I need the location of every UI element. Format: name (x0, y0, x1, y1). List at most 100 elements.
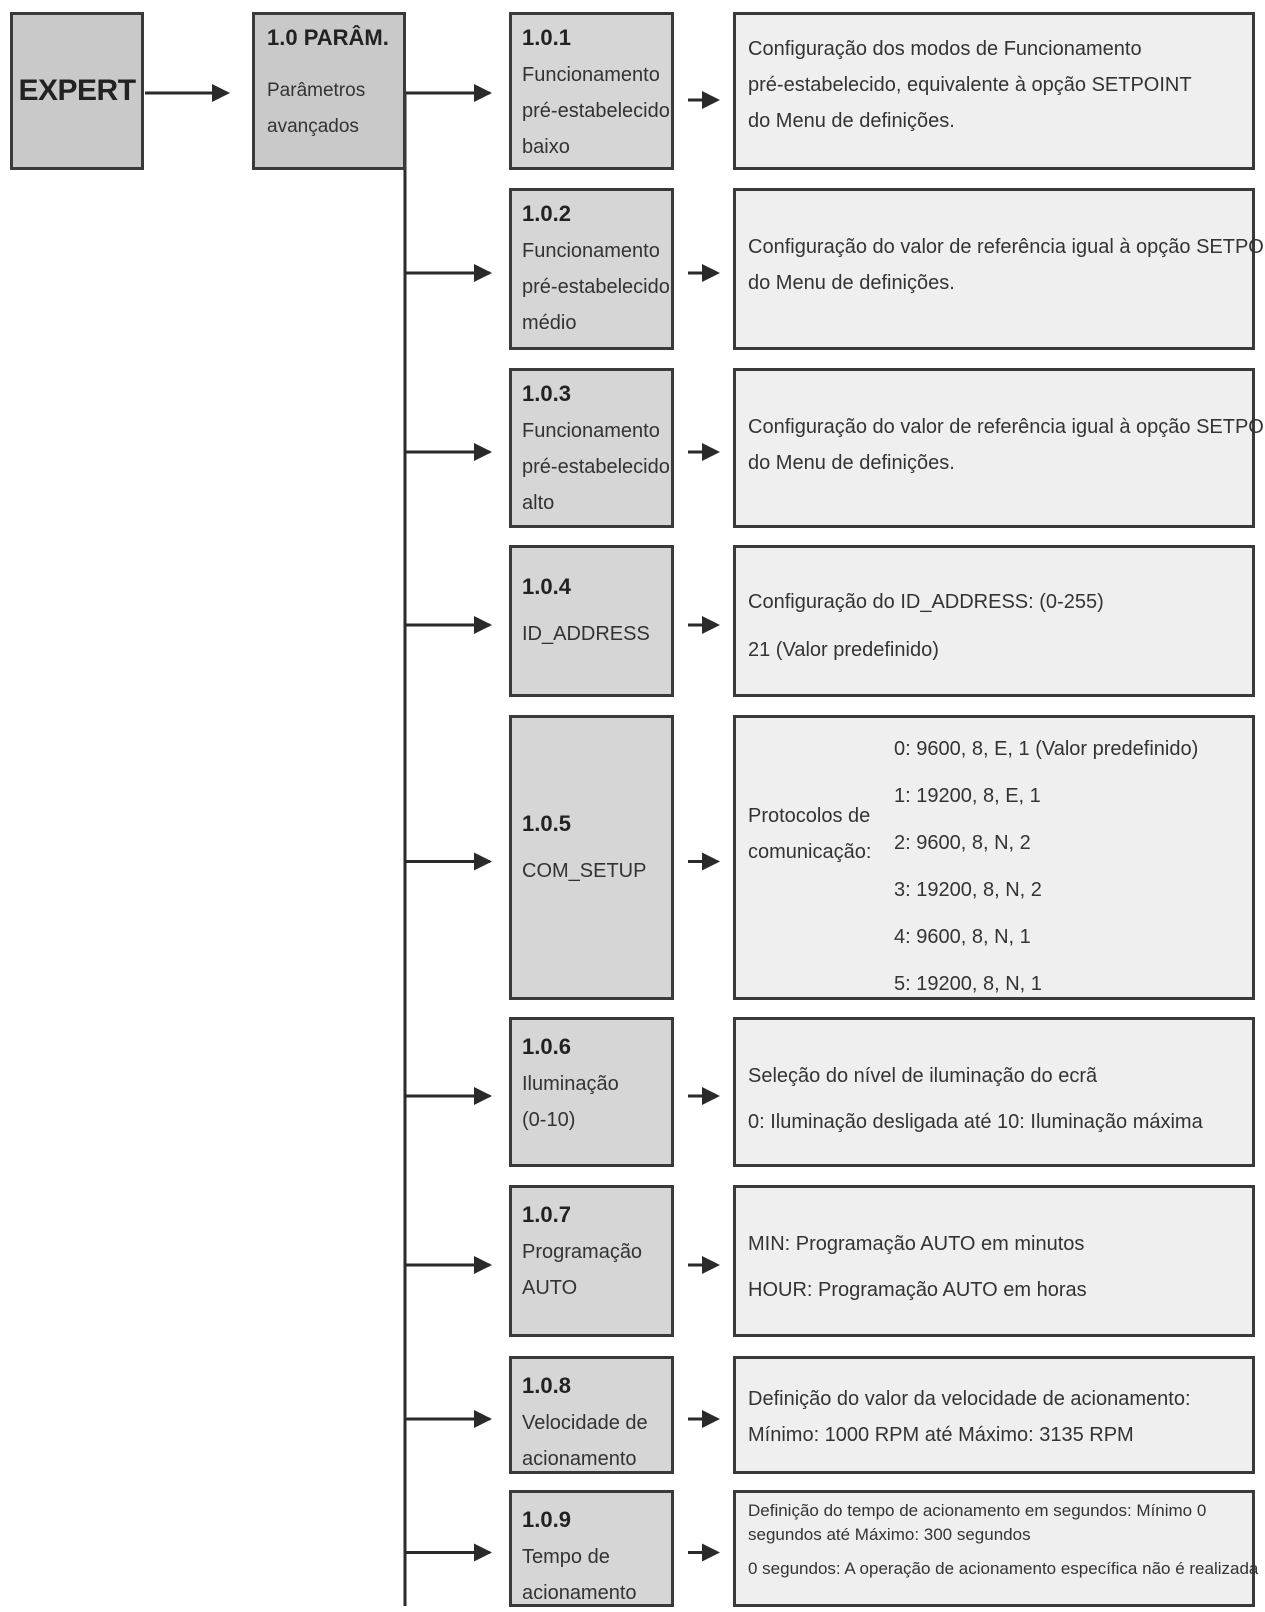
parameter-name-line: Funcionamento (522, 240, 660, 262)
parameter-name-line: (0-10) (522, 1109, 576, 1131)
description-box-1-0-6: Seleção do nível de iluminação do ecrã 0:… (733, 1017, 1255, 1167)
description-line: 0 segundos: A operação de acionamento es… (748, 1559, 1259, 1578)
description-line: pré-estabelecido, equivalente à opção SE… (748, 74, 1192, 96)
description-box-1-0-3: Configuração do valor de referência igua… (733, 368, 1265, 528)
description-text: Definição do tempo de acionamento em seg… (748, 1499, 1259, 1581)
description-text: Configuração do valor de referência igua… (748, 409, 1265, 481)
protocol-option: 2: 9600, 8, N, 2 (894, 832, 1031, 854)
arrow-head (702, 264, 720, 282)
description-line: Definição do valor da velocidade de acio… (748, 1388, 1191, 1410)
arrow-head (474, 616, 492, 634)
parameter-code: 1.0.5 (522, 810, 571, 836)
description-box-1-0-8: Definição do valor da velocidade de acio… (733, 1356, 1255, 1474)
protocol-option: 1: 19200, 8, E, 1 (894, 785, 1041, 807)
arrow-head (702, 443, 720, 461)
parameter-name-line: Funcionamento (522, 64, 660, 86)
description-line: Configuração do valor de referência igua… (748, 236, 1265, 258)
description-box-1-0-2: Configuração do valor de referência igua… (733, 188, 1265, 350)
description-line: Configuração dos modos de Funcionamento (748, 38, 1142, 60)
description-line: do Menu de definições. (748, 452, 955, 474)
advanced-params-description: Parâmetros avançados (267, 80, 366, 137)
description-text: Seleção do nível de iluminação do ecrã 0:… (748, 1058, 1244, 1140)
parameter-name-line: ID_ADDRESS (522, 623, 650, 645)
parameter-name: Iluminação(0-10) (522, 1066, 665, 1138)
description-box-1-0-9: Definição do tempo de acionamento em seg… (733, 1490, 1259, 1607)
parameter-code: 1.0.2 (522, 201, 571, 226)
parameter-code: 1.0.3 (522, 381, 571, 406)
description-line: 0: Iluminação desligada até 10: Iluminaç… (748, 1111, 1203, 1133)
arrow-head (474, 1256, 492, 1274)
parameter-name-line: pré-estabelecido (522, 100, 670, 122)
arrow-head (702, 1256, 720, 1274)
description-line: Seleção do nível de iluminação do ecrã (748, 1065, 1098, 1087)
parameter-name-line: alto (522, 492, 555, 514)
advanced-params-code: 1.0 PARÂM. (267, 25, 389, 50)
description-line: Configuração do valor de referência igua… (748, 416, 1265, 438)
parameter-name-line: médio (522, 312, 577, 334)
parameter-code: 1.0.9 (522, 1507, 571, 1532)
parameter-code: 1.0.6 (522, 1034, 571, 1059)
description-line: Mínimo: 1000 RPM até Máximo: 3135 RPM (748, 1424, 1134, 1446)
parameter-name: Funcionamento pré-estabelecido médio (522, 233, 670, 341)
arrow-head (702, 1410, 720, 1428)
protocol-options: 0: 9600, 8, E, 1 (Valor predefinido) 1: 1… (894, 726, 1198, 1008)
parameter-code: 1.0.1 (522, 25, 571, 50)
protocol-option: 5: 19200, 8, N, 1 (894, 973, 1042, 995)
arrow-head (474, 264, 492, 282)
description-line: MIN: Programação AUTO em minutos (748, 1233, 1085, 1255)
protocol-option: 3: 19200, 8, N, 2 (894, 879, 1042, 901)
parameter-name: Funcionamento pré-estabelecido baixo (522, 57, 670, 165)
arrow-head (702, 616, 720, 634)
description-box-1-0-1: Configuração dos modos de Funcionamento p… (733, 12, 1255, 170)
expert-label: EXPERT (18, 74, 136, 107)
arrow-head (474, 1087, 492, 1105)
protocol-option: 4: 9600, 8, N, 1 (894, 926, 1031, 948)
parameter-name-line: AUTO (522, 1277, 578, 1299)
description-text: Configuração do valor de referência igua… (748, 229, 1265, 301)
parameter-name-line: pré-estabelecido (522, 276, 670, 298)
protocol-label-line: Protocolos de (748, 805, 871, 827)
parameter-name-line: pré-estabelecido (522, 456, 670, 478)
parameter-name-line: baixo (522, 136, 570, 158)
parameter-name-line: acionamento (522, 1448, 637, 1470)
parameter-code: 1.0.7 (522, 1202, 571, 1227)
expert-box[interactable]: EXPERT (10, 12, 144, 170)
arrow-head (474, 443, 492, 461)
protocol-option: 0: 9600, 8, E, 1 (Valor predefinido) (894, 738, 1199, 760)
parameter-name-line: COM_SETUP (522, 859, 647, 882)
arrow-head (474, 1410, 492, 1428)
parameter-name: ID_ADDRESS (522, 616, 665, 652)
arrow-head (702, 91, 720, 109)
advanced-params-box[interactable]: 1.0 PARÂM. Parâmetros avançados (252, 12, 406, 170)
description-text: Configuração dos modos de Funcionamento p… (748, 31, 1244, 139)
description-line: Definição do tempo de acionamento em seg… (748, 1501, 1207, 1520)
description-line: do Menu de definições. (748, 110, 955, 132)
parameter-name-line: Tempo de (522, 1546, 610, 1568)
parameter-name-line: Programação (522, 1241, 643, 1263)
arrow-head (474, 1543, 492, 1562)
description-line: segundos até Máximo: 300 segundos (748, 1525, 1031, 1544)
